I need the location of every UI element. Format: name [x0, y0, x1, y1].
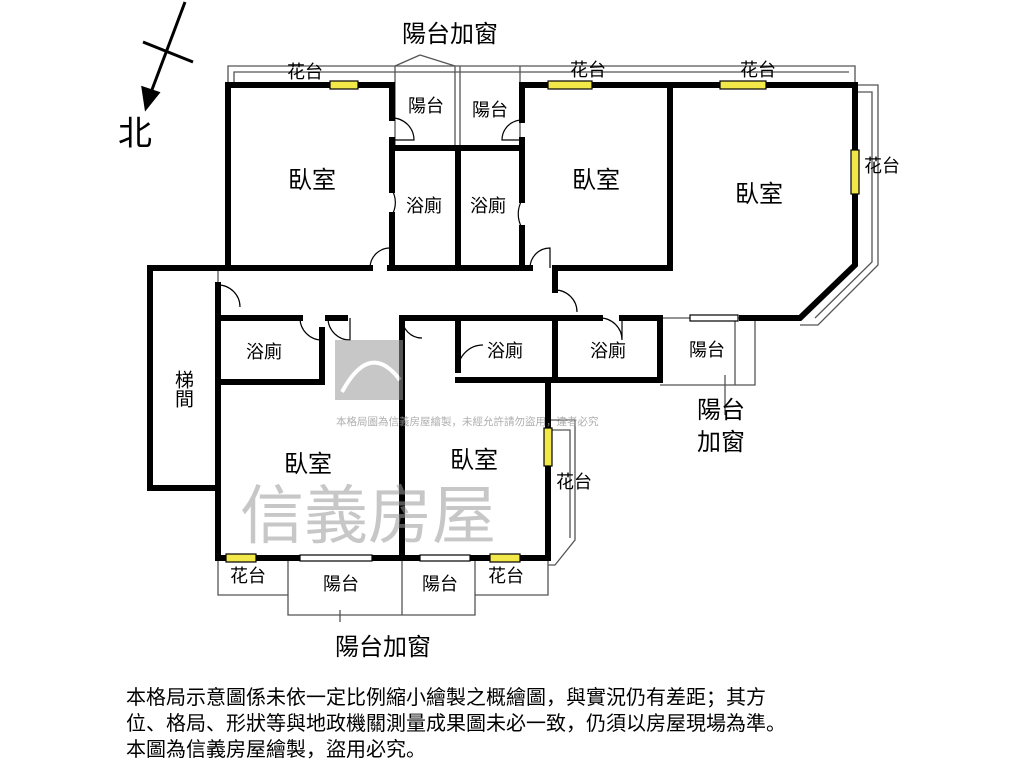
- room-balcony: 陽台: [689, 340, 725, 361]
- north-arrow-icon: [141, 1, 194, 112]
- annotation-enclosed-balcony: 陽台加窗: [335, 633, 431, 661]
- room-balcony: 陽台: [422, 574, 458, 595]
- room-balcony: 陽台: [408, 96, 444, 117]
- disclaimer-line: 本圖為信義房屋繪製，盜用必究。: [126, 737, 426, 761]
- room-bedroom: 臥室: [735, 180, 783, 208]
- room-bedroom: 臥室: [288, 166, 336, 194]
- balcony-outlines: [149, 54, 879, 622]
- disclaimer-line: 位、格局、形狀等與地政機關測量成果圖未必一致，仍須以房屋現場為準。: [126, 711, 786, 735]
- sliding-doors: [299, 314, 739, 562]
- disclaimer: 本格局示意圖係未依一定比例縮小繪製之概繪圖，與實況仍有差距；其方 位、格局、形狀…: [126, 684, 906, 762]
- planter: 花台: [488, 566, 524, 587]
- planter: 花台: [570, 60, 606, 81]
- room-stairs: 梯間: [172, 370, 194, 408]
- room-bedroom: 臥室: [572, 166, 620, 194]
- watermark-notice: 本格局圖為信義房屋繪製，未經允許請勿盜用，違者必究: [336, 415, 599, 428]
- room-bathroom: 浴廁: [470, 195, 506, 217]
- planter: 花台: [556, 472, 592, 493]
- north-label: 北: [118, 114, 152, 154]
- watermark-brand: 信義房屋: [240, 480, 496, 554]
- watermark-logo: [335, 340, 403, 400]
- room-balcony: 陽台: [323, 574, 359, 595]
- room-bedroom: 臥室: [284, 450, 332, 478]
- annotation-enclosed-balcony: 加窗: [697, 428, 745, 456]
- doors: [217, 117, 623, 371]
- room-bathroom: 浴廁: [246, 341, 282, 363]
- walls: [147, 82, 858, 561]
- room-bathroom: 浴廁: [590, 340, 626, 362]
- windows: [225, 80, 860, 563]
- room-balcony: 陽台: [472, 100, 508, 121]
- planter: 花台: [230, 566, 266, 587]
- planter: 花台: [864, 156, 900, 177]
- room-bathroom: 浴廁: [406, 195, 442, 217]
- annotation-enclosed-balcony: 陽台: [697, 396, 745, 424]
- annotation-enclosed-balcony: 陽台加窗: [402, 20, 498, 48]
- planter: 花台: [740, 60, 776, 81]
- disclaimer-line: 本格局示意圖係未依一定比例縮小繪製之概繪圖，與實況仍有差距；其方: [126, 685, 766, 709]
- room-bedroom: 臥室: [450, 446, 498, 474]
- planter: 花台: [287, 62, 323, 83]
- room-bathroom: 浴廁: [487, 340, 523, 362]
